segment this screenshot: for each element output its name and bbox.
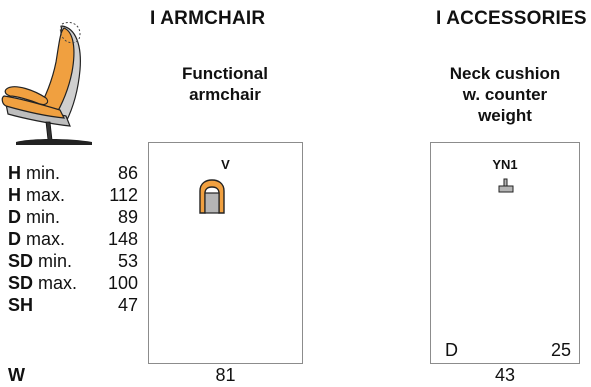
dimension-value: 89 [117, 207, 138, 227]
dimension-row: SD max. 100 [8, 272, 138, 294]
dimension-value: 148 [107, 229, 138, 249]
accessory-title-line1: Neck cushion [449, 64, 561, 83]
accessory-code: YN1 [492, 157, 518, 172]
dimension-abbr: D [8, 229, 21, 249]
dimension-abbr: D [8, 207, 21, 227]
accessory-product-title: Neck cushion w. counter weight [430, 63, 580, 126]
armchair-title-line2: armchair [189, 85, 261, 104]
dimension-value: 53 [117, 251, 138, 271]
dimension-abbr: SD [8, 251, 34, 271]
accessory-depth-label: D [445, 340, 458, 360]
armchair-illustration [1, 21, 92, 145]
dimension-abbr: H [8, 163, 21, 183]
dimension-row: H min. 86 [8, 162, 138, 184]
accessories-section-header: I ACCESSORIES [436, 8, 587, 29]
dimension-value: 47 [117, 295, 138, 315]
dimension-row: SH 47 [8, 294, 138, 316]
dimension-row: D min. 89 [8, 206, 138, 228]
dimension-value: 86 [117, 163, 138, 183]
armchair-top-view-icon [199, 179, 225, 214]
dimension-abbr: SH [8, 295, 34, 315]
armchair-title-line1: Functional [182, 64, 268, 83]
accessory-depth-value: 25 [550, 340, 571, 360]
accessory-title-line2: w. counter [462, 85, 548, 104]
dimension-value: 112 [109, 185, 138, 205]
armchair-product-title: Functional armchair [148, 63, 302, 105]
armchair-product-box: V [148, 142, 303, 364]
dimension-abbr: SD [8, 273, 34, 293]
armchair-section-header: I ARMCHAIR [150, 8, 266, 29]
dimension-suffix: max. [26, 229, 66, 249]
dimension-suffix: max. [26, 185, 66, 205]
dimension-row: SD min. 53 [8, 250, 138, 272]
armchair-code: V [221, 157, 230, 172]
dimension-row: H max. 112 [8, 184, 138, 206]
dimension-suffix: min. [26, 163, 61, 183]
dimension-row: D max. 148 [8, 228, 138, 250]
dimension-abbr: H [8, 185, 21, 205]
accessory-width-value: 43 [494, 365, 516, 385]
accessory-title-line3: weight [478, 106, 532, 125]
armchair-width-value: 81 [215, 365, 236, 385]
dimension-suffix: min. [26, 207, 61, 227]
dimension-suffix: max. [38, 273, 78, 293]
dimension-suffix: min. [38, 251, 73, 271]
accessory-product-box: YN1 D 25 [430, 142, 580, 364]
dimension-value: 100 [107, 273, 138, 293]
neck-cushion-icon [498, 178, 514, 193]
width-label: W [8, 365, 25, 385]
